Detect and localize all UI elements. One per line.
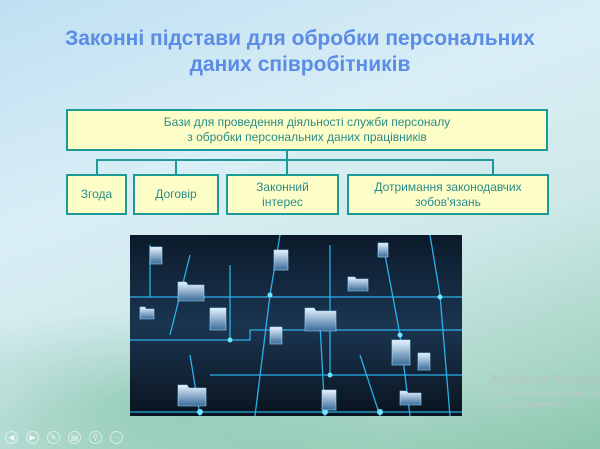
slide-title: Законні підстави для обробки персональни… — [65, 27, 535, 76]
child-box-legal-obligations: Дотримання законодавчих зобов'язань — [347, 174, 549, 215]
watermark-line: раздел "Параметры". — [490, 400, 569, 409]
root-line-1: Бази для проведення діяльності служби пе… — [163, 115, 451, 129]
child-box-contract: Договір — [133, 174, 219, 215]
root-line-2: з обробки персональних даних працівників — [187, 130, 427, 144]
connector — [286, 159, 288, 174]
network-image — [130, 235, 462, 416]
child-box-legitimate-interest: Законний інтерес — [226, 174, 339, 215]
connector — [96, 159, 98, 174]
activation-watermark-title: Активация Windows — [490, 372, 600, 386]
more-options-icon[interactable]: ⋯ — [110, 431, 123, 444]
child-box-consent: Згода — [66, 174, 127, 215]
pen-icon[interactable]: ✎ — [47, 431, 60, 444]
connector — [96, 159, 494, 161]
slides-icon[interactable]: ▤ — [68, 431, 81, 444]
watermark-line: Чтобы активировать Windows, — [490, 389, 600, 398]
root-box: Бази для проведення діяльності служби пе… — [66, 109, 548, 151]
activation-watermark-text: Чтобы активировать Windows, раздел "Парам… — [490, 388, 600, 410]
connector — [492, 159, 494, 174]
previous-slide-button[interactable]: ◀ — [5, 431, 18, 444]
zoom-icon[interactable]: ⚲ — [89, 431, 102, 444]
connector — [175, 159, 177, 174]
connector — [286, 151, 288, 160]
next-slide-button[interactable]: ▶ — [26, 431, 39, 444]
